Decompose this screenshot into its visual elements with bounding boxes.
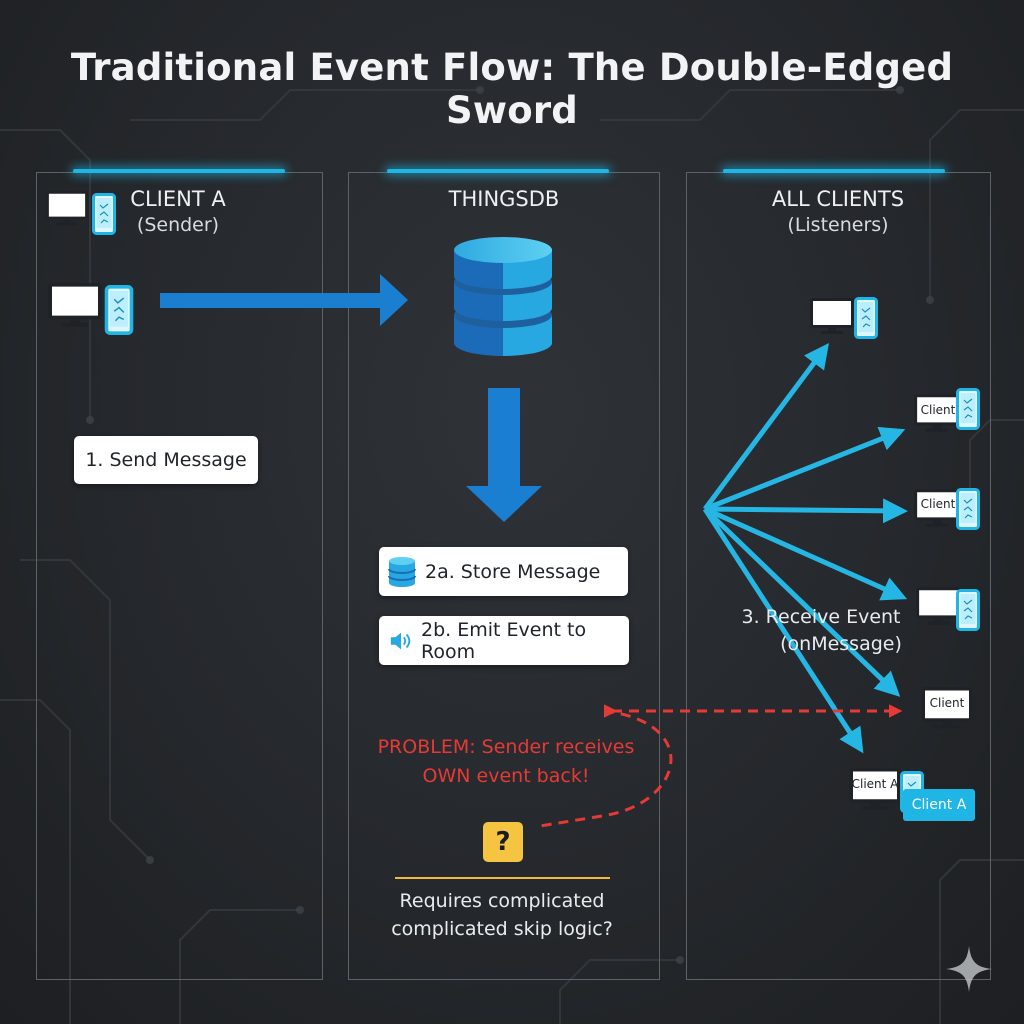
send-message-step: 1. Send Message bbox=[74, 436, 258, 484]
skip-logic-line2: complicated skip logic? bbox=[391, 918, 613, 940]
sender-heading-sub: (Sender) bbox=[136, 214, 220, 236]
listeners-heading: ALL CLIENTS (Listeners) bbox=[748, 186, 928, 238]
listener-device-top-icon bbox=[810, 297, 878, 339]
listeners-heading-name: ALL CLIENTS bbox=[771, 187, 905, 211]
store-message-label: 2a. Store Message bbox=[425, 560, 601, 583]
server-panel bbox=[348, 169, 660, 980]
client-label-3: Client bbox=[929, 696, 965, 710]
store-message-step: 2a. Store Message bbox=[379, 547, 628, 596]
broadcast-arrows bbox=[702, 342, 908, 754]
sender-heading: CLIENT A (Sender) bbox=[118, 186, 238, 238]
broadcast-arrow-1 bbox=[702, 342, 829, 511]
client-label-2: Client bbox=[920, 497, 956, 511]
broadcast-arrow-2 bbox=[704, 426, 906, 512]
problem-arrows bbox=[539, 704, 903, 828]
server-heading-name: THINGSDB bbox=[448, 187, 560, 211]
server-heading: THINGSDB bbox=[404, 186, 604, 212]
client-a-badge: Client A bbox=[903, 789, 975, 821]
receive-event-label: 3. Receive Event (onMessage) bbox=[738, 604, 904, 658]
listeners-heading-sub: (Listeners) bbox=[787, 214, 889, 236]
client-label-1: Client bbox=[920, 403, 956, 417]
problem-callout: PROBLEM: Sender receives OWN event back! bbox=[368, 733, 644, 791]
client-a-device-label: Client A bbox=[851, 777, 899, 791]
page-title: Traditional Event Flow: The Double-Edged… bbox=[70, 46, 954, 132]
question-mark-icon: ? bbox=[483, 822, 523, 862]
send-arrow bbox=[160, 274, 408, 326]
broadcast-arrow-3 bbox=[704, 498, 908, 524]
skip-logic-line1: Requires complicated bbox=[399, 890, 605, 912]
listeners-panel bbox=[686, 169, 991, 980]
skip-logic-note: Requires complicated complicated skip lo… bbox=[370, 887, 634, 943]
listeners-panel-accent bbox=[723, 169, 945, 173]
emit-down-arrow bbox=[466, 388, 542, 522]
sender-panel-accent bbox=[73, 169, 285, 173]
emit-event-label: 2b. Emit Event to Room bbox=[421, 618, 587, 663]
sparkle-icon bbox=[946, 946, 992, 992]
sender-heading-name: CLIENT A bbox=[130, 187, 226, 211]
speaker-icon bbox=[390, 632, 411, 649]
database-small-icon bbox=[388, 556, 416, 587]
problem-line2: OWN event back! bbox=[422, 765, 590, 787]
receive-event-line2: (onMessage) bbox=[780, 633, 902, 655]
send-message-label: 1. Send Message bbox=[85, 449, 247, 471]
sender-header-devices-icon bbox=[46, 190, 116, 236]
database-icon bbox=[454, 237, 552, 356]
question-underline bbox=[395, 877, 610, 879]
listener-device-3-icon bbox=[916, 587, 980, 631]
sender-devices-icon bbox=[48, 283, 134, 335]
sender-panel bbox=[36, 169, 323, 980]
broadcast-arrow-5 bbox=[703, 507, 901, 697]
server-panel-accent bbox=[387, 169, 609, 173]
broadcast-arrow-4 bbox=[703, 506, 908, 601]
emit-event-step: 2b. Emit Event to Room bbox=[379, 616, 629, 665]
problem-line1: PROBLEM: Sender receives bbox=[377, 736, 635, 758]
receive-event-line1: 3. Receive Event bbox=[741, 606, 901, 628]
